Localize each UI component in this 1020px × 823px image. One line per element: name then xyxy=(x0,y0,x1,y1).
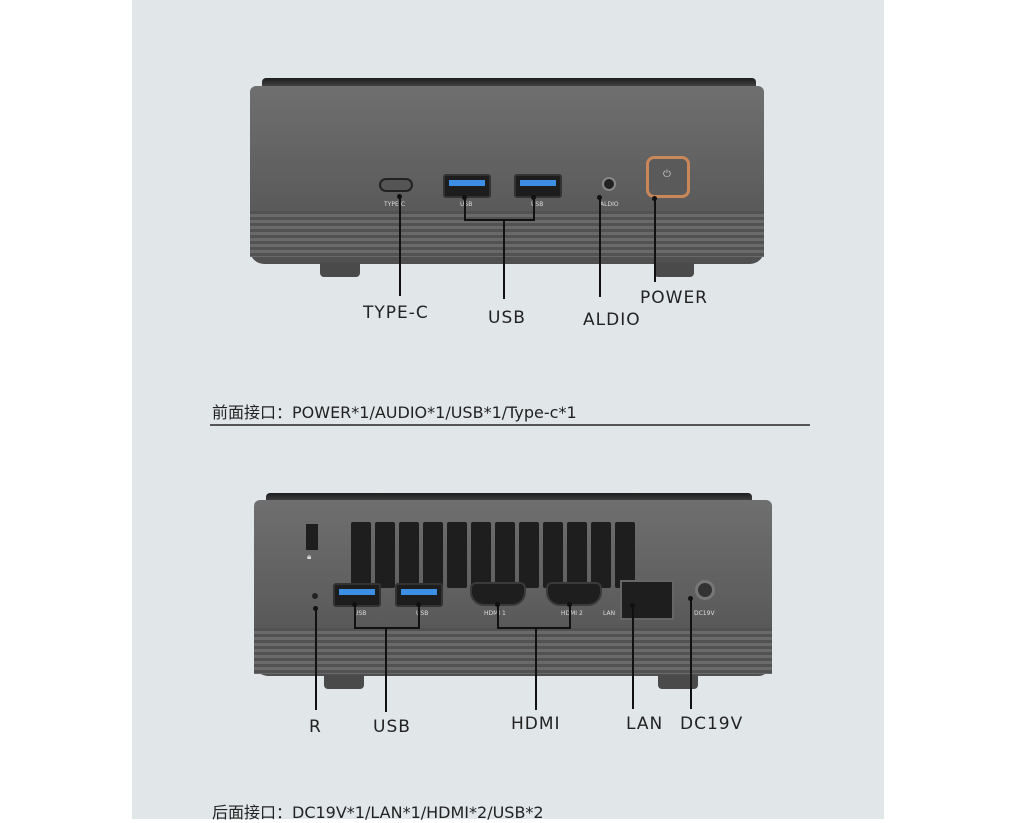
leader-line xyxy=(354,604,356,628)
device-lid xyxy=(262,78,756,88)
foot xyxy=(654,263,694,277)
lock-icon: 🔒︎ xyxy=(307,552,312,561)
callout-type-c: TYPE-C xyxy=(363,303,429,323)
leader-line xyxy=(632,605,634,709)
port-label: USB xyxy=(531,201,544,208)
type-c-port xyxy=(379,178,413,192)
port-label: USB xyxy=(460,201,473,208)
port-label: ALDIO xyxy=(600,201,619,208)
usb-port xyxy=(395,583,443,607)
leader-line xyxy=(497,627,571,629)
callout-lan: LAN xyxy=(626,714,664,734)
usb-port xyxy=(333,583,381,607)
leader-line xyxy=(464,197,466,219)
port-label: USB xyxy=(354,610,367,617)
callout-usb: USB xyxy=(373,717,411,737)
vent xyxy=(375,522,395,588)
callout-reset: R xyxy=(309,717,322,737)
usb-port xyxy=(443,174,491,198)
vent xyxy=(567,522,587,588)
leader-line xyxy=(599,197,601,297)
foot xyxy=(320,263,360,277)
reset-hole xyxy=(312,593,318,599)
usb-port xyxy=(514,174,562,198)
port-label: DC19V xyxy=(694,610,715,617)
rear-ports-caption: 后面接口：DC19V*1/LAN*1/HDMI*2/USB*2 xyxy=(212,803,544,822)
vent xyxy=(399,522,419,588)
foot xyxy=(658,675,698,689)
front-ports-caption: 前面接口：POWER*1/AUDIO*1/USB*1/Type-c*1 xyxy=(212,403,577,422)
vent xyxy=(495,522,515,588)
kensington-lock-slot xyxy=(306,524,318,550)
callout-dc19v: DC19V xyxy=(680,714,744,734)
leader-line xyxy=(654,198,656,282)
leader-line xyxy=(503,219,505,299)
vent xyxy=(543,522,563,588)
leader-line xyxy=(385,627,387,712)
port-label: HDMI 2 xyxy=(561,610,583,617)
callout-audio: ALDIO xyxy=(583,310,641,330)
callout-power: POWER xyxy=(640,288,708,308)
leader-line xyxy=(535,627,537,710)
device-lid xyxy=(266,493,752,503)
dc-jack xyxy=(695,580,715,600)
port-label: HDMI 1 xyxy=(484,610,506,617)
vent xyxy=(423,522,443,588)
power-button: ⏻ xyxy=(646,156,690,198)
leader-line xyxy=(569,604,571,628)
leader-line xyxy=(315,608,317,710)
audio-jack xyxy=(602,177,616,191)
vent xyxy=(351,522,371,588)
vent xyxy=(447,522,467,588)
port-label: TYPE-C xyxy=(384,201,406,208)
grooves xyxy=(254,628,772,674)
grooves xyxy=(250,211,764,257)
port-label: USB xyxy=(416,610,429,617)
leader-line xyxy=(533,197,535,219)
leader-line xyxy=(690,598,692,709)
power-icon: ⏻ xyxy=(663,169,671,180)
callout-usb: USB xyxy=(488,308,526,328)
vent xyxy=(591,522,611,588)
hdmi-port xyxy=(546,582,602,606)
port-label: LAN xyxy=(603,610,616,617)
leader-line xyxy=(354,627,420,629)
leader-line xyxy=(418,604,420,628)
callout-hdmi: HDMI xyxy=(511,714,561,734)
leader-line xyxy=(497,604,499,628)
vent xyxy=(519,522,539,588)
divider xyxy=(210,424,810,426)
foot xyxy=(324,675,364,689)
vent xyxy=(471,522,491,588)
lan-port xyxy=(620,580,674,620)
vent xyxy=(615,522,635,588)
leader-line xyxy=(399,196,401,296)
leader-line xyxy=(464,219,535,221)
